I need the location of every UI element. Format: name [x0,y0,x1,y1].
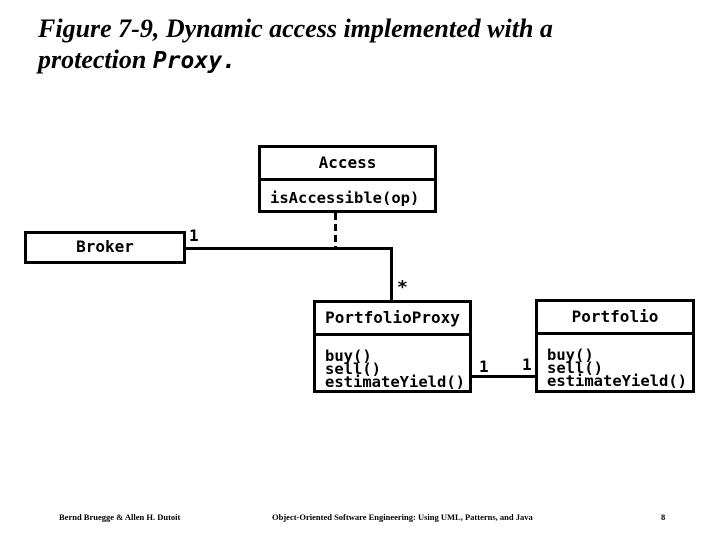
association-corner-line [390,247,393,301]
uml-class-access: Access isAccessible(op) [258,145,437,213]
uml-class-portfolio: Portfolio buy() sell() estimateYield() [535,299,695,393]
proxy-portfolio-association-line [472,375,535,378]
slide-title-line2: protection Proxy. [38,44,678,77]
uml-class-broker: Broker [24,231,186,264]
slide-title-line2-mono: Proxy. [152,48,236,74]
multiplicity-proxy-many: * [397,277,408,298]
method-sell: sell() [547,359,603,377]
uml-class-portfolio-proxy: PortfolioProxy buy() sell() estimateYiel… [313,300,472,393]
method-estimateyield: estimateYield() [547,372,687,390]
slide-title-line1: Figure 7-9, Dynamic access implemented w… [38,14,553,43]
footer-page-number: 8 [661,512,666,522]
method-buy: buy() [547,346,594,364]
class-name-access: Access [261,148,434,181]
multiplicity-portfolio: 1 [522,355,532,374]
class-methods-portfolio-proxy: buy() sell() estimateYield() [316,336,469,391]
method-estimateyield: estimateYield() [325,373,465,391]
method-sell: sell() [325,360,381,378]
slide-footer: Bernd Bruegge & Allen H. Dutoit Object-O… [0,512,720,528]
dashed-dependency-line [334,213,337,248]
class-name-broker: Broker [76,237,134,256]
footer-authors: Bernd Bruegge & Allen H. Dutoit [59,512,181,522]
slide-title: Figure 7-9, Dynamic access implemented w… [38,13,678,77]
footer-book-title: Object-Oriented Software Engineering: Us… [272,512,533,522]
broker-association-line [186,247,393,250]
class-methods-portfolio: buy() sell() estimateYield() [538,335,692,390]
method-isaccessible: isAccessible(op) [270,189,420,207]
class-methods-access: isAccessible(op) [261,181,434,206]
method-buy: buy() [325,347,372,365]
multiplicity-proxy: 1 [479,357,489,376]
class-name-portfolio-proxy: PortfolioProxy [316,303,469,336]
class-name-portfolio: Portfolio [538,302,692,335]
multiplicity-broker: 1 [189,226,199,245]
slide-title-line2-serif: protection [38,45,147,74]
